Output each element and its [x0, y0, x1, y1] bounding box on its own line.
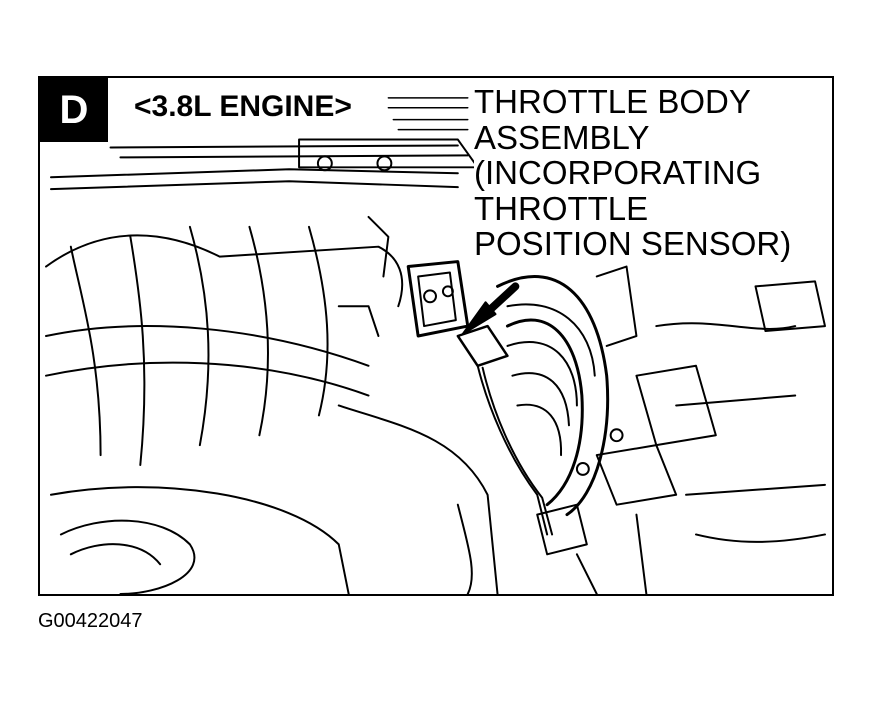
callout-line-5: POSITION SENSOR)	[474, 225, 794, 262]
callout-line-4: THROTTLE	[474, 189, 651, 227]
component-callout: THROTTLE BODY ASSEMBLY (INCORPORATING TH…	[474, 83, 794, 262]
callout-line-1: THROTTLE BODY	[474, 83, 753, 120]
section-letter-box: D	[40, 78, 108, 142]
callout-line-3: (INCORPORATING	[474, 154, 764, 191]
diagram-frame: D <3.8L ENGINE> THROTTLE BODY ASSEMBLY (…	[38, 76, 834, 596]
figure-id: G00422047	[38, 610, 143, 632]
callout-line-2: ASSEMBLY	[474, 118, 652, 156]
engine-illustration	[45, 97, 826, 594]
engine-label: <3.8L ENGINE>	[130, 90, 356, 124]
